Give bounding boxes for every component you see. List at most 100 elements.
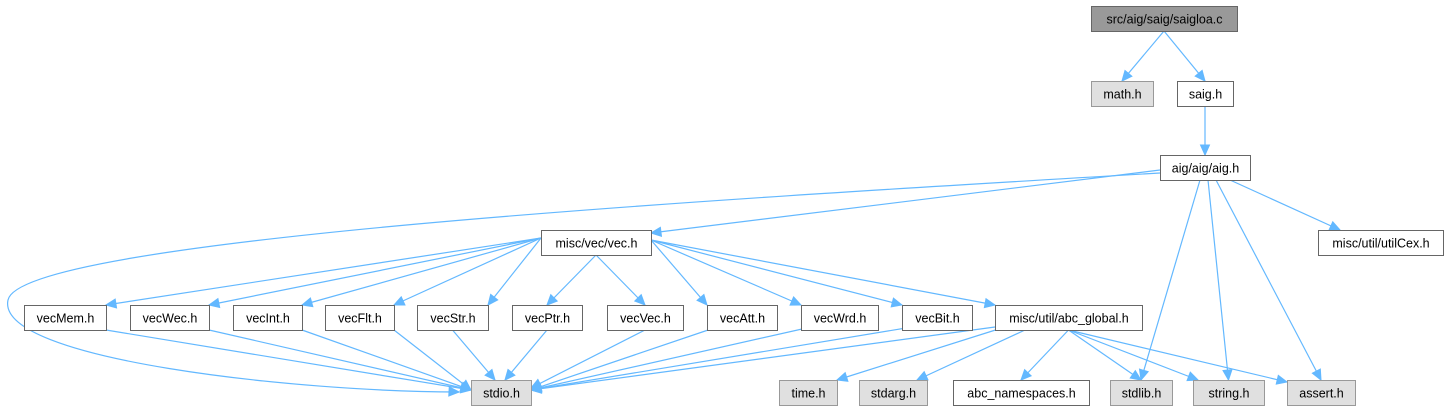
node-vecWec[interactable]: vecWec.h (130, 305, 210, 331)
node-box (1091, 6, 1238, 32)
arrowhead-icon (448, 386, 461, 397)
arrowhead-icon (487, 293, 499, 306)
edge-saig-to-aig (1199, 106, 1211, 157)
arrowhead-icon (1328, 220, 1342, 231)
node-aig[interactable]: aig/aig/aig.h (1160, 155, 1251, 181)
node-abc-global[interactable]: misc/util/abc_global.h (995, 305, 1143, 331)
edge-aig-to-utilCex (1229, 179, 1342, 231)
node-vecInt[interactable]: vecInt.h (233, 305, 303, 331)
edge-abc_global-to-abc_namespaces (1020, 329, 1069, 381)
edge-vecWec-to-stdio (208, 329, 473, 393)
arrowhead-icon (1186, 371, 1200, 382)
node-box (471, 380, 532, 406)
node-vecVec[interactable]: vecVec.h (607, 305, 684, 331)
edge-aig-to-string (1207, 179, 1233, 382)
node-label: vecInt.h (246, 312, 290, 326)
node-vecAtt[interactable]: vecAtt.h (707, 305, 778, 331)
node-box (512, 305, 583, 331)
edge-abc_global-to-stdarg (915, 329, 1026, 381)
arrowhead-icon (633, 293, 646, 306)
arrowhead-icon (1129, 369, 1143, 381)
node-box (1287, 380, 1356, 406)
node-label: aig/aig/aig.h (1172, 162, 1239, 176)
arrowhead-icon (300, 297, 314, 308)
node-label: vecMem.h (37, 312, 95, 326)
node-label: vecAtt.h (720, 312, 765, 326)
node-vecWrd[interactable]: vecWrd.h (801, 305, 879, 331)
node-stdlib: stdlib.h (1110, 380, 1173, 406)
arrowhead-icon (915, 370, 929, 381)
edge-saigloa-to-saig (1163, 30, 1206, 82)
edge-abc_global-to-string (1068, 329, 1200, 382)
arrowhead-icon (1311, 368, 1322, 382)
edge-vec-to-vecStr (487, 237, 542, 306)
node-vecMem[interactable]: vecMem.h (24, 305, 107, 331)
arrowhead-icon (835, 371, 849, 382)
node-assert: assert.h (1287, 380, 1356, 406)
edge-abc_global-to-time (835, 326, 1006, 382)
node-label: misc/util/abc_global.h (1009, 312, 1129, 326)
node-box (417, 305, 489, 331)
arrowhead-icon (504, 368, 516, 381)
node-string: string.h (1193, 380, 1265, 406)
arrowhead-icon (484, 368, 496, 381)
arrowhead-icon (1121, 69, 1133, 82)
edge-vec-to-vecVec (595, 254, 646, 306)
node-abc-namespaces[interactable]: abc_namespaces.h (953, 380, 1090, 406)
arrowhead-icon (546, 293, 559, 306)
node-vecStr[interactable]: vecStr.h (417, 305, 489, 331)
edge-vec-to-vecAtt (650, 239, 708, 306)
node-utilCex[interactable]: misc/util/utilCex.h (1318, 230, 1444, 256)
edge-vecBit-to-stdio (529, 326, 913, 394)
node-vecPtr[interactable]: vecPtr.h (512, 305, 583, 331)
edge-vecStr-to-stdio (452, 329, 496, 381)
arrowhead-icon (392, 295, 406, 306)
edge-vecAtt-to-stdio (529, 326, 718, 392)
node-box (801, 305, 879, 331)
node-label: src/aig/saig/saigloa.c (1106, 13, 1222, 27)
edge-vec-to-abc_global (650, 239, 997, 309)
arrowhead-icon (1222, 369, 1233, 382)
node-label: vecVec.h (620, 312, 671, 326)
edge-vec-to-vecWrd (650, 239, 803, 306)
node-label: string.h (1209, 387, 1250, 401)
node-vecFlt[interactable]: vecFlt.h (325, 305, 395, 331)
node-stdio: stdio.h (471, 380, 532, 406)
arrowhead-icon (1194, 69, 1206, 82)
node-label: vecWec.h (143, 312, 198, 326)
edge-vec-to-vecBit (650, 239, 904, 308)
node-box (1110, 380, 1173, 406)
arrowhead-icon (207, 297, 221, 309)
arrowhead-icon (649, 226, 663, 237)
arrowhead-icon (789, 295, 803, 306)
arrowhead-icon (1020, 368, 1033, 381)
arrowhead-icon (890, 297, 904, 308)
node-box (1177, 81, 1234, 107)
edge-abc_global-to-assert (1068, 329, 1289, 385)
arrowhead-icon (529, 383, 543, 394)
node-label: math.h (1103, 88, 1141, 102)
node-vec[interactable]: misc/vec/vec.h (541, 230, 652, 256)
edge-vec-to-vecInt (300, 237, 542, 308)
edge-abc_global-to-stdlib (1068, 329, 1143, 381)
node-box (859, 380, 928, 406)
arrowhead-icon (1138, 368, 1150, 382)
node-label: vecFlt.h (338, 312, 382, 326)
node-stdarg: stdarg.h (859, 380, 928, 406)
node-box (130, 305, 210, 331)
edge-vec-to-vecPtr (546, 254, 597, 306)
node-saig[interactable]: saig.h (1177, 81, 1234, 107)
node-box (1193, 380, 1265, 406)
arrowhead-icon (1275, 374, 1289, 385)
node-label: stdlib.h (1122, 387, 1162, 401)
node-box (541, 230, 652, 256)
edge-saigloa-to-math (1121, 30, 1165, 82)
node-saigloa[interactable]: src/aig/saig/saigloa.c (1091, 6, 1238, 32)
node-box (1318, 230, 1444, 256)
nodes-layer: src/aig/saig/saigloa.c math.h saig.h aig/ai… (24, 6, 1444, 406)
node-label: vecWrd.h (814, 312, 867, 326)
node-label: vecStr.h (430, 312, 475, 326)
node-vecBit[interactable]: vecBit.h (902, 305, 973, 331)
node-box (1160, 155, 1251, 181)
